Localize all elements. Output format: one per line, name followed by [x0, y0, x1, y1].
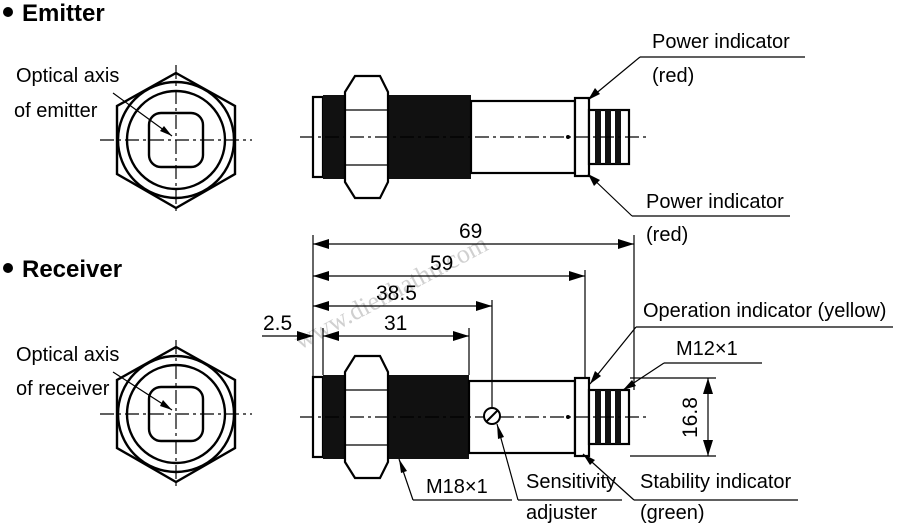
emitter-optical-axis-label-1: Optical axis	[16, 65, 119, 87]
emitter-optical-axis-label-2: of emitter	[14, 100, 98, 122]
dim-overall-length-text: 69	[459, 220, 482, 243]
dim-thread-length-text: 31	[384, 312, 407, 335]
dim-connector-height-text: 16.8	[679, 397, 702, 438]
emitter-section: Emitter Optical axis of emitter	[3, 0, 805, 246]
stability-indicator-label-1: Stability indicator	[640, 471, 792, 493]
emitter-bullet	[3, 7, 13, 17]
emitter-power-top-label-1: Power indicator	[652, 31, 790, 53]
stability-indicator-label-2: (green)	[640, 502, 704, 524]
dimension-thread-offset: 2.5	[262, 312, 313, 341]
sensitivity-adjuster-label-2: adjuster	[526, 502, 597, 524]
dim-length-to-connector-text: 59	[430, 252, 453, 275]
dimension-length-to-adjuster: 38.5	[313, 282, 492, 311]
receiver-optical-axis-label-2: of receiver	[16, 378, 110, 400]
dim-thread-offset-text: 2.5	[263, 312, 292, 335]
receiver-side-view	[300, 354, 650, 480]
receiver-front-view	[100, 340, 252, 490]
dim-length-to-adjuster-text: 38.5	[376, 282, 417, 305]
emitter-side-view	[300, 74, 650, 200]
receiver-bullet	[3, 263, 13, 273]
emitter-power-bottom-label-1: Power indicator	[646, 191, 784, 213]
dimension-overall-length: 69	[313, 220, 634, 249]
emitter-front-view	[100, 65, 252, 215]
receiver-section: Receiver Optical axis of receiver	[3, 220, 893, 524]
receiver-heading: Receiver	[22, 256, 122, 283]
receiver-optical-axis-label-1: Optical axis	[16, 344, 119, 366]
emitter-heading: Emitter	[22, 0, 105, 27]
body-thread-label: M18×1	[426, 476, 488, 498]
connector-thread-label: M12×1	[676, 338, 738, 360]
emitter-power-bottom-label-2: (red)	[646, 224, 688, 246]
dimension-connector-height: 16.8	[679, 378, 713, 456]
sensitivity-adjuster-label-1: Sensitivity	[526, 471, 616, 493]
operation-indicator-label: Operation indicator (yellow)	[643, 300, 886, 322]
dimension-thread-length: 31	[323, 312, 469, 341]
dimension-length-to-connector: 59	[313, 252, 585, 281]
emitter-power-top-label-2: (red)	[652, 65, 694, 87]
